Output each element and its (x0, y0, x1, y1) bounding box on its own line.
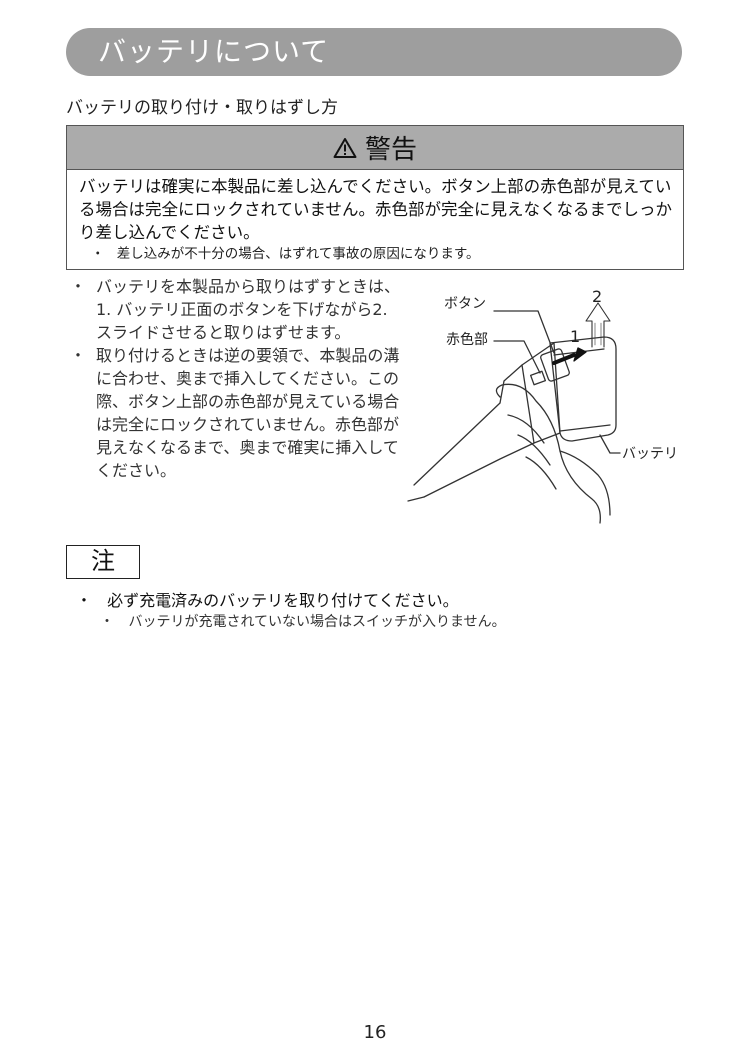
instruction-list: ・ バッテリを本製品から取りはずすときは、1. バッテリ正面のボタンを下げながら… (70, 275, 400, 482)
warning-subnote: ・ 差し込みが不十分の場合、はずれて事故の原因になります。 (79, 245, 673, 263)
subheading: バッテリの取り付け・取りはずし方 (66, 98, 338, 118)
section-title: バッテリについて (98, 35, 330, 68)
section-banner: バッテリについて (66, 28, 682, 76)
note-label: 注 (66, 545, 140, 579)
note-sub-text: バッテリが充電されていない場合はスイッチが入りません。 (128, 614, 506, 630)
warning-title: 警告 (364, 135, 417, 165)
list-item: ・ バッテリを本製品から取りはずすときは、1. バッテリ正面のボタンを下げながら… (70, 275, 400, 344)
battery-tool-drawing (407, 302, 621, 524)
list-item-text: バッテリを本製品から取りはずすときは、1. バッテリ正面のボタンを下げながら2.… (96, 277, 401, 342)
note-sub-marker: ・ (100, 614, 114, 630)
warning-text: バッテリは確実に本製品に差し込んでください。ボタン上部の赤色部が見えている場合は… (79, 177, 673, 242)
label-battery: バッテリ (622, 446, 678, 462)
label-button: ボタン (444, 296, 486, 312)
label-step-1: 1 (570, 327, 581, 346)
warning-triangle-icon (333, 137, 357, 158)
warning-subnote-marker: ・ (91, 246, 105, 262)
list-item-text: 取り付けるときは逆の要領で、本製品の溝に合わせ、奥まで挿入してください。この際、… (96, 346, 400, 480)
bullet-marker: ・ (70, 346, 87, 365)
list-item: ・ 取り付けるときは逆の要領で、本製品の溝に合わせ、奥まで挿入してください。この… (70, 344, 400, 482)
page-number: 16 (363, 1022, 387, 1043)
label-step-2: 2 (592, 287, 603, 306)
battery-illustration: ボタン 赤色部 バッテリ 2 1 (404, 285, 689, 535)
bullet-marker: ・ (70, 277, 87, 296)
note-item: ・ 必ず充電済みのバッテリを取り付けてください。 (76, 590, 506, 612)
warning-box: 警告 バッテリは確実に本製品に差し込んでください。ボタン上部の赤色部が見えている… (66, 125, 684, 270)
note-sub-item: ・ バッテリが充電されていない場合はスイッチが入りません。 (76, 612, 506, 632)
warning-body: バッテリは確実に本製品に差し込んでください。ボタン上部の赤色部が見えている場合は… (67, 170, 683, 263)
warning-subnote-text: 差し込みが不十分の場合、はずれて事故の原因になります。 (116, 246, 480, 262)
label-red-part: 赤色部 (446, 332, 488, 348)
warning-header: 警告 (67, 126, 683, 170)
note-text: 必ず充電済みのバッテリを取り付けてください。 (107, 591, 459, 610)
note-marker: ・ (76, 591, 93, 610)
note-list: ・ 必ず充電済みのバッテリを取り付けてください。 ・ バッテリが充電されていない… (76, 590, 506, 632)
